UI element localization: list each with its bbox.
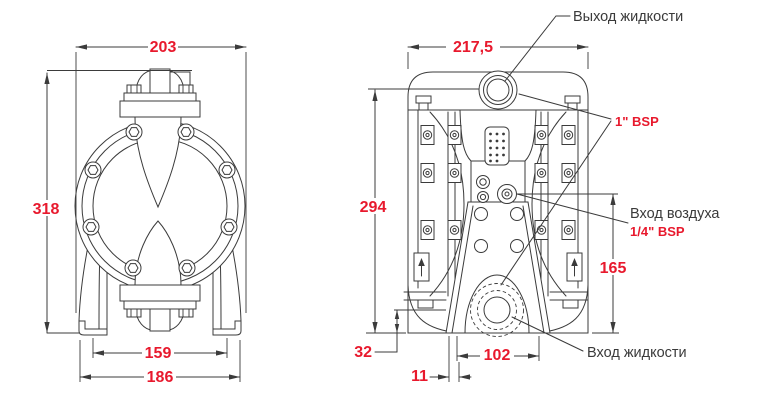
- air-valve-fittings: [476, 175, 490, 203]
- liquid-inlet-port: [470, 283, 524, 337]
- callouts: Выход жидкости 1" BSP Вход воздуха 1/4" …: [500, 9, 720, 361]
- front-view: 217,5 294 165 32: [354, 39, 630, 385]
- air-inlet-fitting: [497, 184, 517, 204]
- dim-side-foot-span-inner: 159: [92, 338, 228, 362]
- label-outlet-inlet-thread: 1" BSP: [615, 114, 659, 129]
- dim-inlet-center-height: 32: [354, 309, 400, 361]
- dim-side-foot-span-outer: 186: [79, 340, 241, 386]
- label-liquid-inlet: Вход жидкости: [587, 345, 687, 361]
- center-lines: [368, 88, 618, 311]
- dim-text-318: 318: [33, 201, 60, 218]
- leader-air-inlet: [516, 193, 629, 224]
- label-air-inlet: Вход воздуха: [630, 206, 720, 222]
- label-liquid-outlet: Выход жидкости: [573, 9, 683, 25]
- liquid-outlet-port: [478, 70, 518, 110]
- leader-inlet-thread: [500, 120, 612, 286]
- dim-side-overall-height: 318: [31, 70, 192, 334]
- side-view-top-manifold: [119, 68, 201, 118]
- side-view-top-teardrop: [134, 116, 182, 209]
- flow-arrow-plates: [413, 252, 583, 282]
- dim-foot-slot-width: 11: [411, 336, 472, 385]
- dim-text-11: 11: [411, 368, 428, 385]
- dim-text-217-5: 217,5: [453, 39, 493, 56]
- dim-air-inlet-height: 165: [592, 193, 630, 334]
- leader-outlet-thread: [518, 93, 612, 120]
- dim-text-32: 32: [354, 344, 372, 361]
- front-view-bottom-flanges: [403, 291, 589, 309]
- dim-side-overall-width: 203: [75, 39, 247, 313]
- dim-text-294: 294: [360, 199, 387, 216]
- dim-text-102: 102: [484, 347, 511, 364]
- leader-liquid-inlet: [511, 316, 584, 352]
- front-view-top-bolts: [415, 95, 581, 111]
- leader-liquid-outlet: [504, 15, 571, 82]
- dim-foot-hole-span: 102: [456, 336, 540, 364]
- dim-text-159: 159: [145, 345, 172, 362]
- dim-front-overall-width: 217,5: [407, 39, 589, 69]
- dim-text-186: 186: [147, 369, 174, 386]
- dim-text-165: 165: [600, 260, 627, 277]
- side-view: 203 318 159 186: [31, 39, 247, 386]
- label-air-inlet-thread: 1/4" BSP: [630, 224, 685, 239]
- dim-text-203: 203: [150, 39, 177, 56]
- side-view-bottom-manifold: [119, 284, 201, 332]
- dim-front-overall-height: 294: [356, 89, 406, 334]
- muffler-plate: [484, 126, 510, 166]
